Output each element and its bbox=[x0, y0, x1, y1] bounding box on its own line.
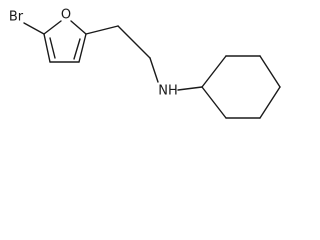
amine-label: NH bbox=[158, 84, 178, 99]
bond-c2-ch2 bbox=[85, 25, 119, 35]
bond-n-cy1 bbox=[177, 86, 203, 91]
bond-ch2-n bbox=[149, 57, 159, 83]
molecule-canvas: Br O NH bbox=[0, 0, 292, 124]
bond-o1-c2 bbox=[70, 20, 87, 35]
bromine-label: Br bbox=[9, 10, 24, 25]
oxygen-label: O bbox=[61, 8, 71, 23]
bond-ch2-ch2 bbox=[117, 25, 151, 59]
bond-c4-c5-inner bbox=[49, 37, 56, 59]
bonds bbox=[23, 20, 281, 119]
bond-c2-c3-inner bbox=[73, 38, 81, 60]
bond-c5-o1 bbox=[43, 20, 62, 35]
bond-cy3-cy4 bbox=[259, 55, 281, 88]
bond-br-c5 bbox=[23, 22, 45, 35]
bond-c2-c3 bbox=[78, 33, 87, 63]
bond-cy1-cy2 bbox=[201, 55, 227, 88]
bond-c4-c5 bbox=[43, 33, 51, 63]
bond-cy4-cy5 bbox=[259, 86, 281, 119]
structure-svg: Br O NH bbox=[9, 8, 281, 119]
bond-cy6-cy1 bbox=[201, 86, 227, 119]
atom-labels: Br O NH bbox=[9, 8, 178, 99]
